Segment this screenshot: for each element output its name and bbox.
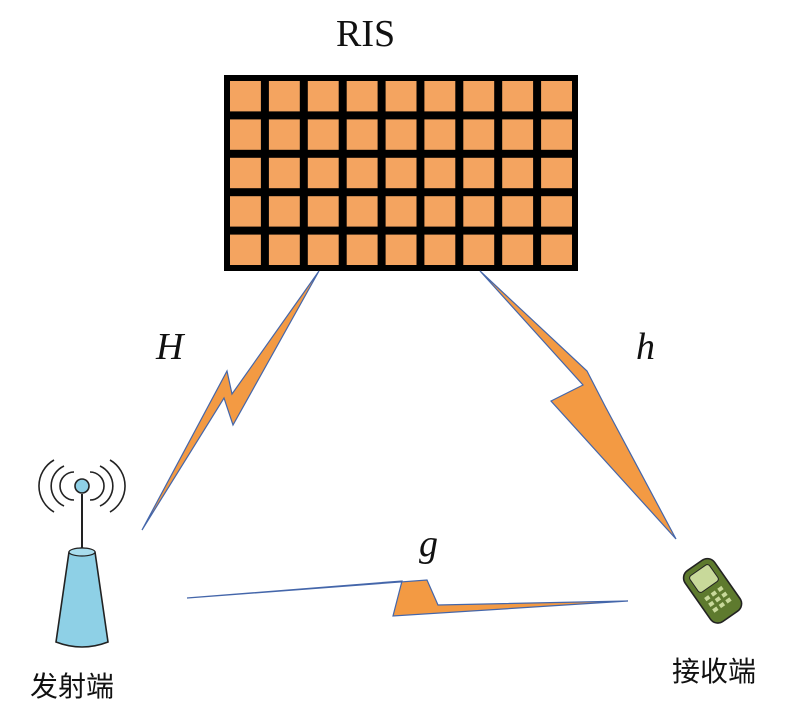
ris-element <box>268 234 300 265</box>
link-H-bolt <box>141 270 320 531</box>
ris-element <box>424 81 456 112</box>
ris-element <box>268 119 300 150</box>
phone-body <box>682 557 743 624</box>
ris-element <box>424 157 456 189</box>
ris-element <box>463 196 495 227</box>
ris-element <box>541 81 572 112</box>
ris-panel <box>224 75 578 271</box>
ris-element <box>463 157 495 189</box>
receiver-label: 接收端 <box>672 655 757 688</box>
ris-element <box>230 157 261 189</box>
ris-element <box>541 119 572 150</box>
ris-element <box>346 196 378 227</box>
ris-element-grid <box>230 81 572 265</box>
ris-element <box>346 234 378 265</box>
ris-element <box>385 119 417 150</box>
wave-outer-left <box>38 459 55 513</box>
ris-element <box>463 234 495 265</box>
ris-element <box>307 119 339 150</box>
tower-top <box>68 547 96 557</box>
wave-mid-left <box>50 465 65 507</box>
ris-element <box>385 81 417 112</box>
wave-mid-right <box>99 465 114 507</box>
ris-element <box>424 196 456 227</box>
ris-element <box>424 119 456 150</box>
ris-element <box>541 157 572 189</box>
ris-element <box>346 81 378 112</box>
antenna-tip <box>74 478 90 494</box>
ris-element <box>268 196 300 227</box>
ris-element <box>385 157 417 189</box>
link-H <box>141 270 320 531</box>
link-g <box>186 579 629 617</box>
ris-element <box>268 81 300 112</box>
link-g-bolt <box>186 579 629 617</box>
ris-element <box>307 196 339 227</box>
ris-element <box>346 157 378 189</box>
ris-element <box>230 196 261 227</box>
ris-element <box>502 234 534 265</box>
ris-element <box>424 234 456 265</box>
ris-element <box>385 196 417 227</box>
wave-inner-right <box>89 471 105 501</box>
ris-element <box>230 81 261 112</box>
ris-element <box>463 81 495 112</box>
link-h <box>479 270 677 540</box>
wave-inner-left <box>59 471 75 501</box>
tower-body <box>55 547 109 648</box>
ris-element <box>463 119 495 150</box>
wave-outer-right <box>109 459 126 513</box>
ris-element <box>541 196 572 227</box>
link-h-bolt <box>479 270 677 540</box>
phone-keypad <box>704 585 732 613</box>
ris-element <box>230 119 261 150</box>
ris-label: RIS <box>336 13 396 55</box>
ris-element <box>502 157 534 189</box>
ris-element <box>502 196 534 227</box>
channel-h-label: h <box>636 326 655 368</box>
ris-element <box>230 234 261 265</box>
ris-element <box>502 81 534 112</box>
ris-element <box>268 157 300 189</box>
ris-element <box>307 234 339 265</box>
ris-element <box>385 234 417 265</box>
channel-H-label: H <box>156 326 184 368</box>
channel-g-label: g <box>419 523 438 565</box>
phone-screen <box>689 564 719 593</box>
ris-element <box>307 81 339 112</box>
ris-element <box>502 119 534 150</box>
ris-element <box>346 119 378 150</box>
mobile-phone-icon <box>682 557 743 624</box>
ris-element <box>541 234 572 265</box>
ris-element <box>307 157 339 189</box>
transmitter-label: 发射端 <box>30 670 115 703</box>
base-station-icon <box>38 459 126 648</box>
